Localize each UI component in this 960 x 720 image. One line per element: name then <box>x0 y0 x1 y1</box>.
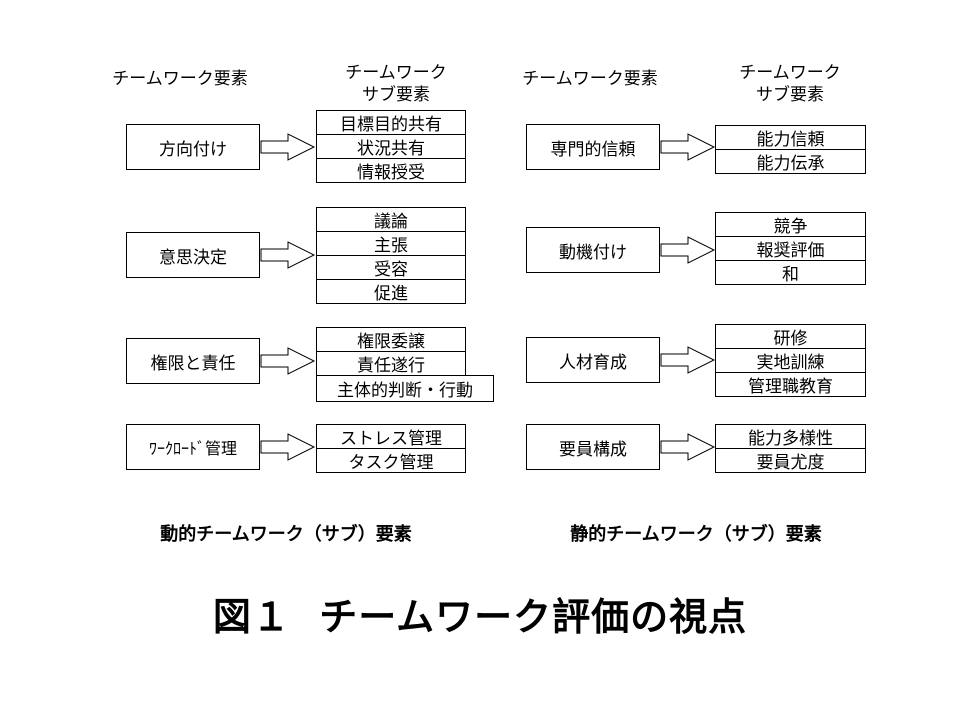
arrow-motivation <box>660 236 716 264</box>
sub-cell: 能力伝承 <box>715 149 866 174</box>
sub-cell: 責任遂行 <box>316 351 466 376</box>
sub-cell: 情報授受 <box>316 158 466 183</box>
arrow-authority-responsibility <box>260 347 316 375</box>
sub-cell: 目標目的共有 <box>316 110 466 135</box>
sub-stack-motivation: 競争 報奨評価 和 <box>715 212 866 285</box>
arrow-professional-trust <box>660 133 716 161</box>
figure-title: 図１ チームワーク評価の視点 <box>212 595 748 639</box>
sub-cell: 受容 <box>316 255 466 280</box>
sub-cell: 和 <box>715 260 866 285</box>
sub-stack-professional-trust: 能力信頼 能力伝承 <box>715 125 866 174</box>
arrow-direction <box>260 133 316 161</box>
element-box-talent-development: 人材育成 <box>526 337 660 383</box>
sub-cell: 競争 <box>715 212 866 237</box>
arrow-decision-making <box>260 241 316 269</box>
caption-dynamic: 動的チームワーク（サブ）要素 <box>160 524 412 545</box>
arrow-staff-composition <box>660 433 716 461</box>
element-box-motivation: 動機付け <box>526 227 660 273</box>
arrow-workload-management <box>260 433 316 461</box>
left-element-header: チームワーク要素 <box>112 69 248 89</box>
sub-cell: 議論 <box>316 207 466 232</box>
right-sub-element-header: チームワーク サブ要素 <box>710 62 870 106</box>
sub-cell: 管理職教育 <box>715 372 866 397</box>
sub-cell: 能力多様性 <box>715 424 866 449</box>
arrow-talent-development <box>660 346 716 374</box>
sub-cell: 要員尤度 <box>715 448 866 473</box>
sub-stack-workload-management: ストレス管理 タスク管理 <box>316 424 466 473</box>
sub-cell: 実地訓練 <box>715 348 866 373</box>
left-sub-header-line-2: サブ要素 <box>362 85 430 105</box>
left-sub-element-header: チームワーク サブ要素 <box>316 62 476 106</box>
element-box-direction: 方向付け <box>126 124 260 170</box>
sub-cell: タスク管理 <box>316 448 466 473</box>
left-sub-header-line-1: チームワーク <box>345 63 447 83</box>
sub-stack-authority-responsibility: 権限委譲 責任遂行 主体的判断・行動 <box>316 327 494 402</box>
sub-cell: 主張 <box>316 231 466 256</box>
sub-cell: 権限委譲 <box>316 327 466 352</box>
sub-stack-direction: 目標目的共有 状況共有 情報授受 <box>316 110 466 183</box>
right-sub-header-line-1: チームワーク <box>739 63 841 83</box>
sub-stack-decision-making: 議論 主張 受容 促進 <box>316 207 466 304</box>
sub-stack-talent-development: 研修 実地訓練 管理職教育 <box>715 324 866 397</box>
sub-cell: ストレス管理 <box>316 424 466 449</box>
element-box-decision-making: 意思決定 <box>126 232 260 278</box>
sub-stack-staff-composition: 能力多様性 要員尤度 <box>715 424 866 473</box>
element-box-professional-trust: 専門的信頼 <box>526 124 660 170</box>
element-box-authority-responsibility: 権限と責任 <box>126 338 260 384</box>
sub-cell: 促進 <box>316 279 466 304</box>
sub-cell: 研修 <box>715 324 866 349</box>
sub-cell: 主体的判断・行動 <box>316 375 494 402</box>
element-box-workload-management: ﾜｰｸﾛｰﾄﾞ管理 <box>126 424 260 470</box>
sub-cell: 状況共有 <box>316 134 466 159</box>
sub-cell: 報奨評価 <box>715 236 866 261</box>
sub-cell: 能力信頼 <box>715 125 866 150</box>
caption-static: 静的チームワーク（サブ）要素 <box>570 524 822 545</box>
right-sub-header-line-2: サブ要素 <box>756 85 824 105</box>
right-element-header: チームワーク要素 <box>522 69 658 89</box>
element-box-staff-composition: 要員構成 <box>526 424 660 470</box>
